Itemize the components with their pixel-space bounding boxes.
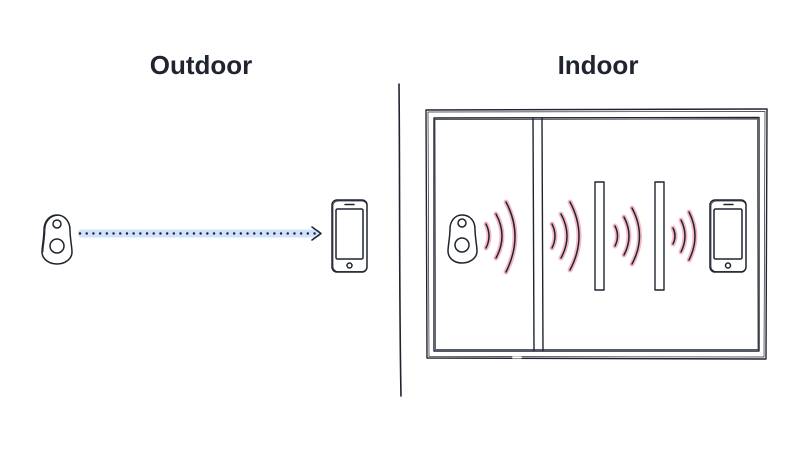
signal-wave-icon	[670, 209, 698, 263]
obstacle-wall-1	[594, 181, 605, 291]
beam-arrowhead	[311, 226, 322, 241]
signal-wave-icon	[612, 205, 642, 267]
obstacle-wall-2	[654, 181, 665, 291]
outdoor-phone-icon	[331, 199, 368, 273]
outdoor-tag-icon	[41, 214, 73, 265]
signal-wave-icon	[483, 199, 518, 275]
beam-glow	[78, 229, 320, 238]
room-walls	[425, 108, 768, 360]
indoor-phone-icon	[709, 199, 747, 273]
outdoor-line-of-sight	[78, 226, 322, 241]
section-divider	[398, 83, 402, 397]
signal-wave-icon	[549, 199, 582, 273]
indoor-title: Indoor	[557, 50, 639, 80]
outdoor-title: Outdoor	[149, 50, 253, 80]
indoor-tag-icon	[447, 214, 478, 264]
